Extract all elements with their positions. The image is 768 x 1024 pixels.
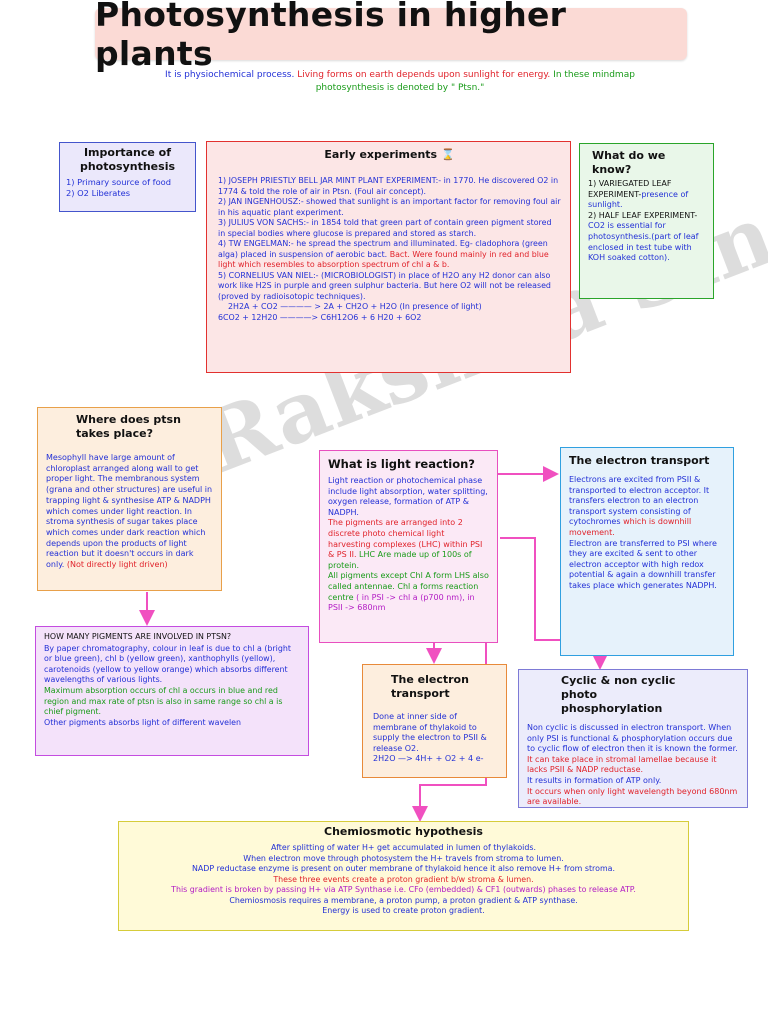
chemiosmotic-heading: Chemiosmotic hypothesis	[324, 825, 483, 838]
half-leaf-label: 2) HALF LEAF EXPERIMENT-	[588, 210, 698, 220]
chemiosmotic-line-7: Energy is used to create proton gradient…	[322, 906, 485, 915]
variegated-result: presence of sunlight.	[588, 189, 689, 210]
electron-transport-mid-body: Done at inner side of membrane of thylak…	[373, 712, 487, 753]
electron-transport-right-heading: The electron transport	[569, 454, 710, 467]
cyclic-stromal-lamellae: It can take place in stromal lamellae be…	[527, 754, 717, 775]
light-reaction-proteins: LHC Are made up of 100s of protein.	[328, 550, 472, 570]
where-ptsn-heading: Where does ptsn takes place?	[76, 413, 181, 440]
electron-transport-mid-box: The electron transport Done at inner sid…	[362, 664, 507, 778]
early-experiments-heading: Early experiments ⌛	[218, 148, 561, 162]
importance-box: Importance of photosynthesis 1) Primary …	[59, 142, 196, 212]
pigments-box: HOW MANY PIGMENTS ARE INVOLVED IN PTSN? …	[35, 626, 309, 756]
page-title: Photosynthesis in higher plants	[95, 0, 567, 73]
pigments-other: Other pigments absorbs light of differen…	[44, 717, 242, 727]
what-do-we-know-heading: What do we know?	[592, 149, 666, 176]
electron-transport-right-downhill: which is downhill movement.	[569, 517, 692, 537]
cyclic-definition: Non cyclic is discussed in electron tran…	[527, 723, 738, 754]
pigments-max-absorption: Maximum absorption occurs of chl a occur…	[44, 685, 283, 717]
electron-transport-right-p1: Electrons are excited from PSII & transp…	[569, 475, 725, 539]
importance-item-1: 1) Primary source of food	[66, 177, 172, 187]
intro-part1: It is physiochemical process.	[165, 70, 295, 80]
experiment-engelman-a: 4) TW ENGELMAN:- he spread the spectrum …	[218, 239, 548, 259]
electron-transport-mid-heading: The electron transport	[391, 673, 469, 700]
light-reaction-lhc: The pigments are arranged into 2 discret…	[328, 518, 489, 571]
pigments-heading: HOW MANY PIGMENTS ARE INVOLVED IN PTSN?	[44, 632, 232, 641]
electron-transport-right-text: Electrons are excited from PSII & transp…	[569, 475, 710, 527]
where-ptsn-body: Mesophyll have large amount of chloropla…	[46, 453, 213, 571]
title-banner: Photosynthesis in higher plants	[95, 0, 687, 73]
electron-transport-right-box: The electron transport Electrons are exc…	[560, 447, 734, 656]
where-ptsn-text: Mesophyll have large amount of chloropla…	[46, 453, 213, 570]
what-do-we-know-box: What do we know? 1) VARIEGATED LEAF EXPE…	[579, 143, 714, 299]
half-leaf-result: CO2 is essential for photosynthesis.	[588, 221, 666, 241]
light-reaction-pigments: The pigments are arranged into 2 discret…	[328, 518, 483, 560]
equation-2: 6CO2 + 12H20 ————> C6H12O6 + 6 H20 + 6O2	[218, 312, 422, 322]
where-ptsn-note: (Not directly light driven)	[66, 560, 168, 570]
intro-part3: In these mindmap photosynthesis is denot…	[315, 70, 635, 93]
experiment-engelman-b: Bact. Were found mainly in red and blue …	[218, 249, 549, 270]
early-experiments-title: Early experiments	[324, 148, 438, 161]
experiment-van-niel: 5) CORNELIUS VAN NIEL:- (MICROBIOLOGIST)…	[218, 270, 551, 301]
half-leaf-note: (part of leaf enclosed in test tube with…	[588, 231, 699, 263]
light-reaction-box: What is light reaction? Light reaction o…	[319, 450, 498, 643]
light-reaction-definition: Light reaction or photochemical phase in…	[328, 476, 488, 517]
half-leaf-experiment: 2) HALF LEAF EXPERIMENT-CO2 is essential…	[588, 211, 705, 264]
pigments-chromatography: By paper chromatography, colour in leaf …	[44, 643, 291, 685]
light-reaction-antennae: All pigments except Chl A form LHS also …	[328, 571, 489, 613]
variegated-label: 1) VARIEGATED LEAF EXPERIMENT-	[588, 179, 672, 199]
chemiosmotic-line-3: NADP reductase enzyme is present on oute…	[192, 864, 615, 873]
experiment-priestly: 1) JOSEPH PRIESTLY BELL JAR MINT PLANT E…	[218, 176, 559, 196]
light-reaction-reaction-centre: ( in PSI -> chl a (p700 nm), in PSII -> …	[328, 592, 475, 613]
where-ptsn-box: Where does ptsn takes place? Mesophyll h…	[37, 407, 222, 591]
cyclic-heading: Cyclic & non cyclic photo phosphorylatio…	[561, 674, 676, 715]
electron-transport-right-p2: Electron are transferred to PSI where th…	[569, 538, 717, 590]
cyclic-wavelength: It occurs when only light wavelength bey…	[527, 786, 738, 807]
intro-text: It is physiochemical process. Living for…	[140, 69, 660, 95]
variegated-leaf-experiment: 1) VARIEGATED LEAF EXPERIMENT-presence o…	[588, 179, 705, 211]
importance-item-2: 2) O2 Liberates	[66, 187, 131, 198]
electron-transport-mid-equation: 2H2O —> 4H+ + O2 + 4 e-	[373, 754, 484, 764]
hourglass-icon: ⌛	[440, 148, 455, 161]
importance-heading: Importance of photosynthesis	[79, 146, 176, 173]
equation-1: 2H2A + CO2 ———— > 2A + CH2O + H2O (In pr…	[228, 302, 482, 311]
chemiosmotic-line-5: This gradient is broken by passing H+ vi…	[171, 885, 636, 894]
cyclic-atp-only: It results in formation of ATP only.	[527, 775, 662, 785]
chemiosmotic-line-2: When electron move through photosystem t…	[243, 853, 564, 863]
intro-part2: Living forms on earth depends upon sunli…	[297, 70, 551, 80]
chemiosmotic-line-1: After splitting of water H+ get accumula…	[271, 843, 536, 852]
experiment-engelman: 4) TW ENGELMAN:- he spread the spectrum …	[218, 239, 561, 271]
light-reaction-heading: What is light reaction?	[328, 457, 475, 471]
chemiosmotic-box: Chemiosmotic hypothesis After splitting …	[118, 821, 689, 931]
early-experiments-box: Early experiments ⌛ 1) JOSEPH PRIESTLY B…	[206, 141, 571, 373]
experiment-ingenhousz: 2) JAN INGENHOUSZ:- showed that sunlight…	[218, 197, 561, 217]
chemiosmotic-line-4: These three events create a proton gradi…	[273, 874, 534, 884]
light-reaction-antennae-text: All pigments except Chl A form LHS also …	[328, 571, 489, 602]
experiment-sachs: 3) JULIUS VON SACHS:- in 1854 told that …	[218, 218, 552, 238]
chemiosmotic-line-6: Chemiosmosis requires a membrane, a prot…	[229, 895, 578, 905]
cyclic-box: Cyclic & non cyclic photo phosphorylatio…	[518, 669, 748, 808]
